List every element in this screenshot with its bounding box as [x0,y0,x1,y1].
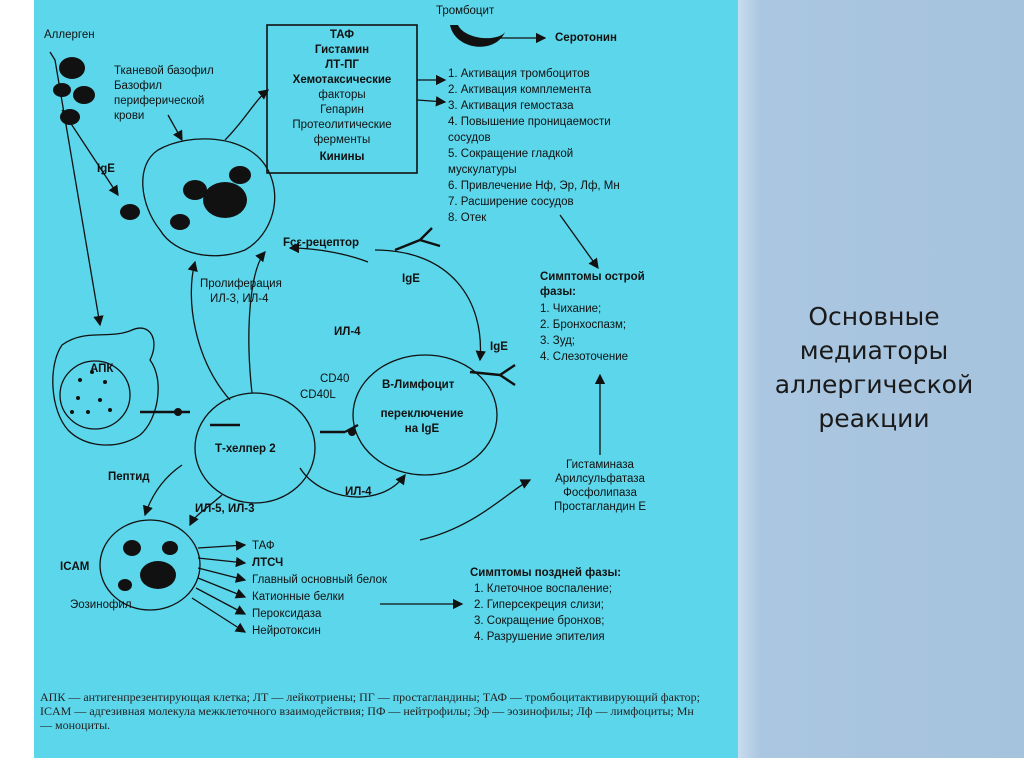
ige-label-basophil: IgE [97,163,115,175]
mediator-taf: ТАФ [329,29,355,41]
eosinophil-cell [99,519,201,611]
mediator-kinins: Кинины [319,151,365,163]
effect-7: 7. Расширение сосудов [448,196,574,208]
basophil-label-1: Тканевой базофил [114,65,214,77]
mediator-enzymes: ферменты [313,134,371,146]
fce-receptor-label: Fcε-рецептор [283,237,360,249]
eos-product-6: Нейротоксин [252,625,321,637]
cd40-label: CD40 [320,373,350,385]
cd40l-label: CD40L [300,389,336,401]
title-panel [738,0,1024,758]
il4-bottom-label: ИЛ-4 [345,486,372,498]
t-helper-label: Т-хелпер 2 [215,443,276,455]
effect-3: 3. Активация гемостаза [448,100,574,112]
il5-il3-label: ИЛ-5, ИЛ-3 [195,503,255,515]
late-item-4: 4. Разрушение эпителия [474,631,605,643]
proliferation-label: Пролиферация [200,278,282,290]
proliferation-il-label: ИЛ-3, ИЛ-4 [210,293,269,305]
thrombocyte-label: Тромбоцит [436,5,495,17]
b-lymphocyte-label: В-Лимфоцит [382,379,455,391]
basophil-label-3: периферической [114,95,205,107]
mediator-chemotactic: Хемотаксические [292,74,392,86]
eos-product-3: Главный основный белок [252,574,388,586]
enzyme-4: Простагландин Е [553,501,647,513]
ige-label-right: IgE [490,341,508,353]
arrow-allergen-apk [49,51,104,327]
acute-item-3: 3. Зуд; [540,335,576,347]
acute-item-4: 4. Слезоточение [540,351,629,363]
mediator-proteolytic: Протеолитические [292,119,392,131]
eos-product-4: Катионные белки [252,591,345,603]
effect-5: 5. Сокращение гладкой [448,148,574,160]
late-item-2: 2. Гиперсекреция слизи; [474,599,604,611]
ige-label-top: IgE [402,273,420,285]
mediator-histamine: Гистамин [314,44,370,56]
late-item-3: 3. Сокращение бронхов; [474,615,605,627]
effect-4-cont: сосудов [448,132,491,144]
effect-4: 4. Повышение проницаемости [448,116,611,128]
b-lymphocyte-cell [352,354,498,476]
mediator-factors: факторы [318,89,366,101]
il4-label: ИЛ-4 [334,326,361,338]
icam-label: ICAM [60,561,90,573]
mediator-lt-pg: ЛТ-ПГ [325,59,359,71]
enzyme-3: Фосфолипаза [563,487,637,499]
thrombocyte-shape [450,25,505,47]
eos-product-5: Пероксидаза [252,608,322,620]
slide-title: Основные медиаторы аллергической реакции [774,302,974,433]
abbreviations-legend: АПК — антигенпрезентирующая клетка; ЛТ —… [40,690,700,732]
peptide-label: Пептид [108,471,150,483]
diagram-background [34,0,740,758]
serotonin-label: Серотонин [555,32,617,44]
t-helper-cell [194,392,316,504]
basophil-label-4: крови [114,110,145,122]
switch-label-2: на IgE [404,423,440,435]
mediator-heparin: Гепарин [320,104,364,116]
effect-8: 8. Отек [448,212,487,224]
late-title: Симптомы поздней фазы: [470,567,622,579]
apk-label: АПК [90,363,114,375]
acute-item-2: 2. Бронхоспазм; [540,319,627,331]
late-item-1: 1. Клеточное воспаление; [474,583,613,595]
effect-2: 2. Активация комплемента [448,84,592,96]
basophil-label-2: Базофил [114,80,162,92]
acute-title-1: Симптомы острой [540,271,645,283]
switch-label-1: переключение [380,408,464,420]
effect-5-cont: мускулатуры [448,164,517,176]
acute-item-1: 1. Чихание; [540,303,602,315]
acute-title-2: фазы: [540,286,576,298]
enzyme-2: Арилсульфатаза [555,473,645,485]
eos-product-2: ЛТСЧ [252,557,284,569]
eosinophil-label: Эозинофил [70,599,132,611]
effect-6: 6. Привлечение Нф, Эр, Лф, Мн [448,180,620,192]
effect-1: 1. Активация тромбоцитов [448,68,590,80]
basophil-cell [142,138,276,257]
allergen-label: Аллерген [44,29,95,41]
enzyme-1: Гистаминаза [566,459,634,471]
eos-product-1: ТАФ [252,540,275,552]
